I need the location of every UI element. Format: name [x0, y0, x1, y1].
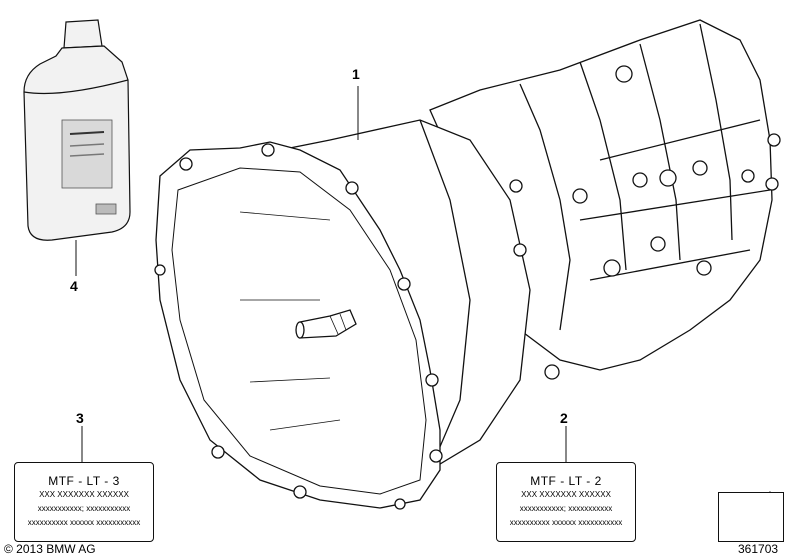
callout-oil-bottle[interactable]: 4 [70, 278, 78, 294]
callout-transmission[interactable]: 1 [352, 66, 360, 82]
label-title: MTF - LT - 2 [530, 474, 602, 488]
label-mtf-lt3[interactable]: MTF - LT - 3 XXX XXXXXXX XXXXXX xxxxxxxx… [14, 462, 154, 542]
copyright-text: © 2013 BMW AG [4, 542, 96, 556]
callout-label-lt2[interactable]: 2 [560, 410, 568, 426]
leader-lines [75, 86, 567, 462]
label-line-1: XXX XXXXXXX XXXXXX [521, 490, 611, 499]
callout-label-lt3[interactable]: 3 [76, 410, 84, 426]
oil-bottle[interactable] [23, 19, 131, 241]
label-line-2: xxxxxxxxxxx; xxxxxxxxxxx [37, 504, 131, 513]
manual-transmission[interactable] [154, 19, 781, 510]
label-title: MTF - LT - 3 [48, 474, 120, 488]
orientation-box [718, 492, 784, 542]
label-line-1: XXX XXXXXXX XXXXXX [39, 490, 129, 499]
label-mtf-lt2[interactable]: MTF - LT - 2 XXX XXXXXXX XXXXXX xxxxxxxx… [496, 462, 636, 542]
figure-id: 361703 [738, 542, 779, 556]
label-line-3: xxxxxxxxxx xxxxxx xxxxxxxxxxx [27, 518, 141, 527]
label-line-3: xxxxxxxxxx xxxxxx xxxxxxxxxxx [509, 518, 623, 527]
label-line-2: xxxxxxxxxxx; xxxxxxxxxxx [519, 504, 613, 513]
